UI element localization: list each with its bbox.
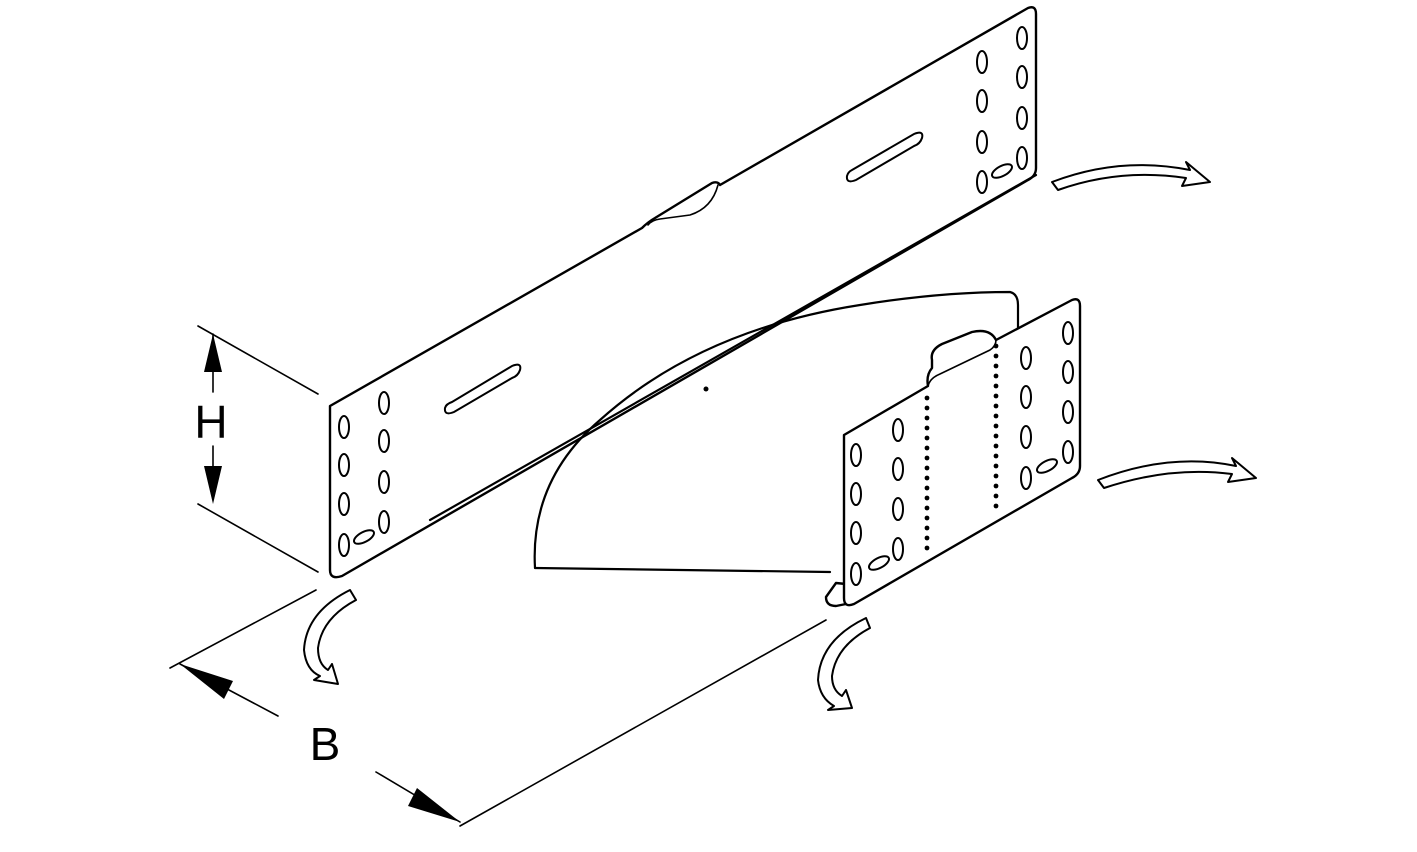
long-slot-left (443, 363, 522, 415)
rotation-arrows (303, 161, 1257, 711)
rotate-arrow-mid-right (1097, 457, 1257, 489)
rotate-arrow-bottom-center (817, 617, 871, 711)
right-hole-pattern (976, 26, 1028, 194)
rotate-arrow-top-right (1051, 161, 1211, 191)
dimension-width: B (169, 589, 827, 827)
adjustment-perforation (924, 343, 999, 551)
short-plate-holes (850, 321, 1074, 586)
long-connector-plate (328, 6, 1038, 579)
bend-segment (533, 290, 1020, 574)
plate-bottom-edge-projection (428, 173, 1038, 522)
dimension-height: H (194, 325, 319, 573)
pivot-point (703, 386, 709, 392)
left-hole-pattern (338, 391, 390, 557)
short-connector-plate (824, 298, 1082, 608)
width-label: B (310, 718, 341, 770)
rotate-arrow-bottom-left (303, 589, 357, 685)
height-label: H (194, 396, 227, 448)
long-slot-right (845, 131, 924, 183)
